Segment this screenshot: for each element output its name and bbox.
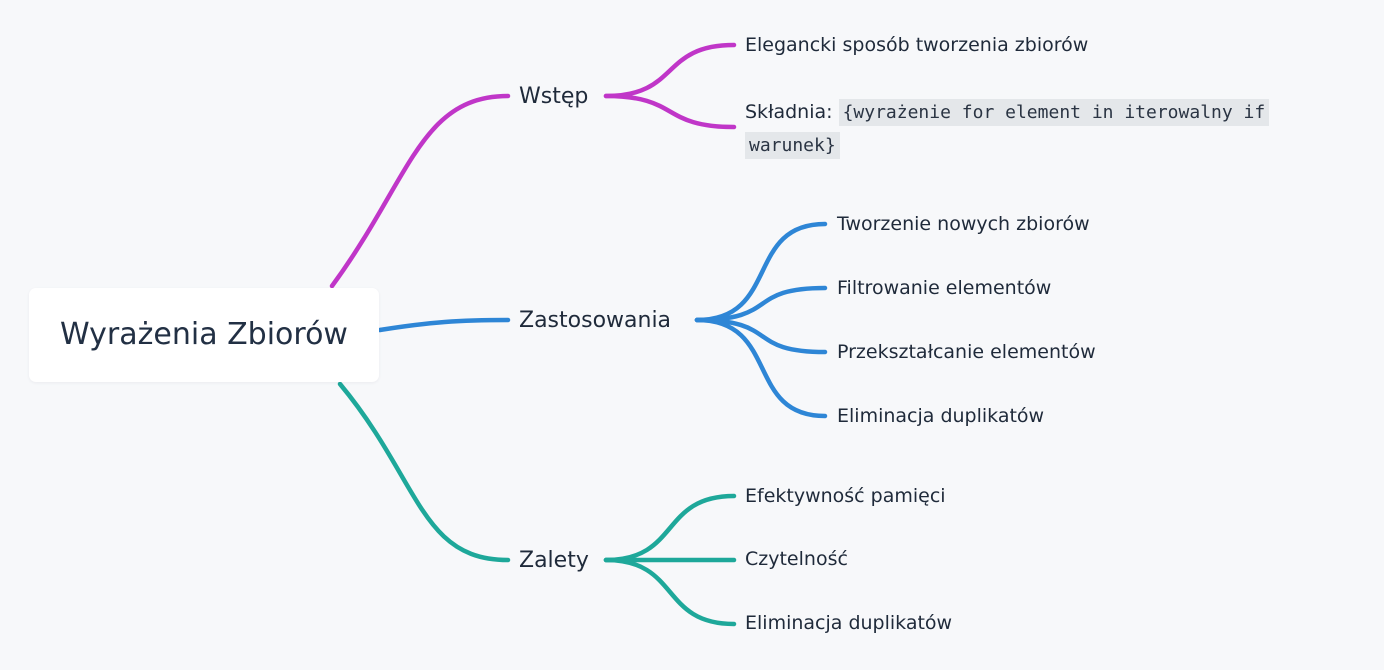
leaf-wstep-definition[interactable]: Elegancki sposób tworzenia zbiorów: [745, 34, 1089, 56]
root-node-label: Wyrażenia Zbiorów: [60, 317, 348, 352]
leaf-zastosowania-4[interactable]: Eliminacja duplikatów: [837, 405, 1045, 427]
root-node[interactable]: Wyrażenia Zbiorów: [29, 288, 379, 382]
connector-zastosowania-leaf-1: [694, 221, 828, 323]
connector-root-zastosowania: [377, 317, 511, 333]
syntax-prefix: Składnia:: [745, 101, 839, 123]
branch-wstep[interactable]: Wstęp: [519, 84, 589, 109]
leaf-wstep-syntax[interactable]: Składnia: {wyrażenie for element in iter…: [745, 96, 1345, 162]
leaf-zastosowania-2[interactable]: Filtrowanie elementów: [837, 277, 1052, 299]
leaf-zalety-1[interactable]: Efektywność pamięci: [745, 485, 946, 507]
connector-zastosowania-leaf-2: [694, 285, 828, 323]
leaf-zastosowania-3[interactable]: Przekształcanie elementów: [837, 341, 1096, 363]
connector-wstep-leaf-2: [603, 93, 737, 130]
connector-root-wstep: [329, 93, 511, 289]
connector-zalety-leaf-3: [603, 557, 737, 627]
leaf-zalety-3[interactable]: Eliminacja duplikatów: [745, 612, 953, 634]
branch-zalety[interactable]: Zalety: [519, 548, 589, 573]
leaf-zalety-2[interactable]: Czytelność: [745, 548, 848, 570]
connector-zastosowania-leaf-3: [694, 317, 828, 355]
leaf-zastosowania-1[interactable]: Tworzenie nowych zbiorów: [837, 213, 1090, 235]
connector-zalety-leaf-1: [603, 493, 737, 563]
connector-wstep-leaf-1: [603, 42, 737, 99]
connector-root-zalety: [337, 381, 511, 563]
connector-zastosowania-leaf-4: [694, 317, 828, 419]
branch-zastosowania[interactable]: Zastosowania: [519, 308, 672, 333]
